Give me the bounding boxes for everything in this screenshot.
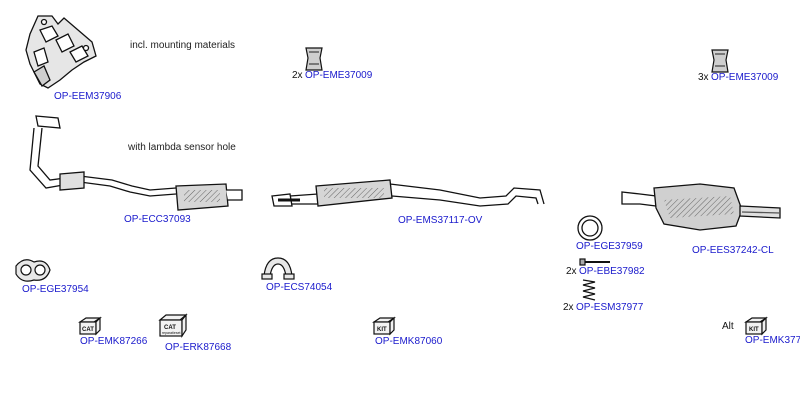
qty-spring: 2x xyxy=(563,302,574,313)
part-link-kit-cat[interactable]: OP-EMK87266 xyxy=(80,336,148,347)
exhaust-manifold[interactable] xyxy=(25,15,97,89)
part-link-kit-middle[interactable]: OP-EMK87060 xyxy=(375,336,443,347)
gasket-left-icon[interactable] xyxy=(15,259,51,282)
kit-cat-box-text: CAT xyxy=(82,327,94,333)
kit-rear-box-text: KIT xyxy=(749,327,759,333)
part-link-kit-rear[interactable]: OP-EMK377 xyxy=(745,335,800,346)
rubber-mount-b-icon[interactable] xyxy=(711,49,729,73)
rubber-mount-a-icon[interactable] xyxy=(305,47,323,71)
bolt-icon[interactable] xyxy=(579,258,610,266)
part-link-mount-a[interactable]: OP-EME37009 xyxy=(305,70,373,81)
front-pipe-catalyst[interactable] xyxy=(29,115,243,211)
alt-label: Alt xyxy=(722,321,734,332)
part-link-rear-silencer[interactable]: OP-EES37242-CL xyxy=(692,245,774,256)
kit-cat2-box-subtext: reparatieset xyxy=(162,331,181,335)
middle-silencer-pipe[interactable] xyxy=(271,179,545,207)
part-link-manifold[interactable]: OP-EEM37906 xyxy=(54,91,122,102)
gasket-right-icon[interactable] xyxy=(577,215,603,241)
part-link-front-pipe[interactable]: OP-ECC37093 xyxy=(124,214,191,225)
front-pipe-note: with lambda sensor hole xyxy=(128,142,236,153)
part-link-mount-b[interactable]: OP-EME37009 xyxy=(711,72,779,83)
clamp-icon[interactable] xyxy=(261,257,295,280)
kit-middle-box-text: KIT xyxy=(377,327,387,333)
part-link-gasket-left[interactable]: OP-EGE37954 xyxy=(22,284,89,295)
part-link-gasket-right[interactable]: OP-EGE37959 xyxy=(576,241,643,252)
qty-mount-a: 2x xyxy=(292,70,303,81)
qty-bolt: 2x xyxy=(566,266,577,277)
kit-cat2-box-text: CAT xyxy=(164,325,176,331)
spring-icon[interactable] xyxy=(582,279,596,301)
kit-box-cat-icon[interactable] xyxy=(78,316,102,336)
part-link-kit-cat2[interactable]: OP-ERK87668 xyxy=(165,342,232,353)
kit-box-rear-icon[interactable] xyxy=(744,316,768,336)
kit-box-middle-icon[interactable] xyxy=(372,316,396,336)
part-link-clamp[interactable]: OP-ECS74054 xyxy=(266,282,333,293)
part-link-spring[interactable]: OP-ESM37977 xyxy=(576,302,644,313)
qty-mount-b: 3x xyxy=(698,72,709,83)
kit-box-cat2-icon[interactable] xyxy=(158,313,188,338)
rear-silencer[interactable] xyxy=(621,183,781,231)
part-link-bolt[interactable]: OP-EBE37982 xyxy=(579,266,645,277)
part-link-middle-silencer[interactable]: OP-EMS37117-OV xyxy=(398,215,483,226)
manifold-note: incl. mounting materials xyxy=(130,40,236,51)
